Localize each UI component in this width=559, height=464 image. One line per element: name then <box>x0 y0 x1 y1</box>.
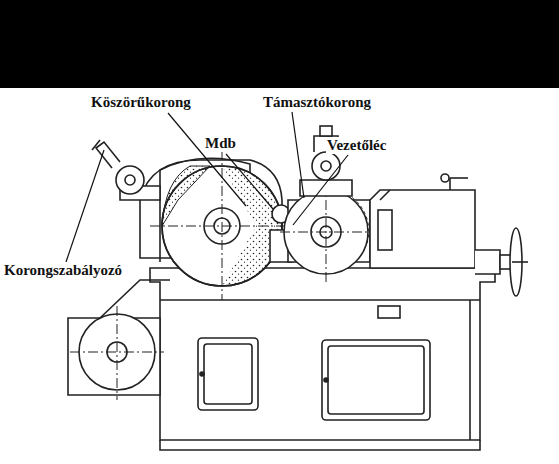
leader-lines <box>66 112 348 262</box>
part-label: Mdb <box>204 135 237 152</box>
machine-outline <box>68 126 528 450</box>
part-label: Támasztókorong <box>262 94 372 111</box>
part-label: Vezetőléc <box>326 137 387 154</box>
part-label: Köszörűkorong <box>90 94 192 111</box>
part-label: Korongszabályozó <box>3 262 123 279</box>
top-band <box>0 0 559 88</box>
